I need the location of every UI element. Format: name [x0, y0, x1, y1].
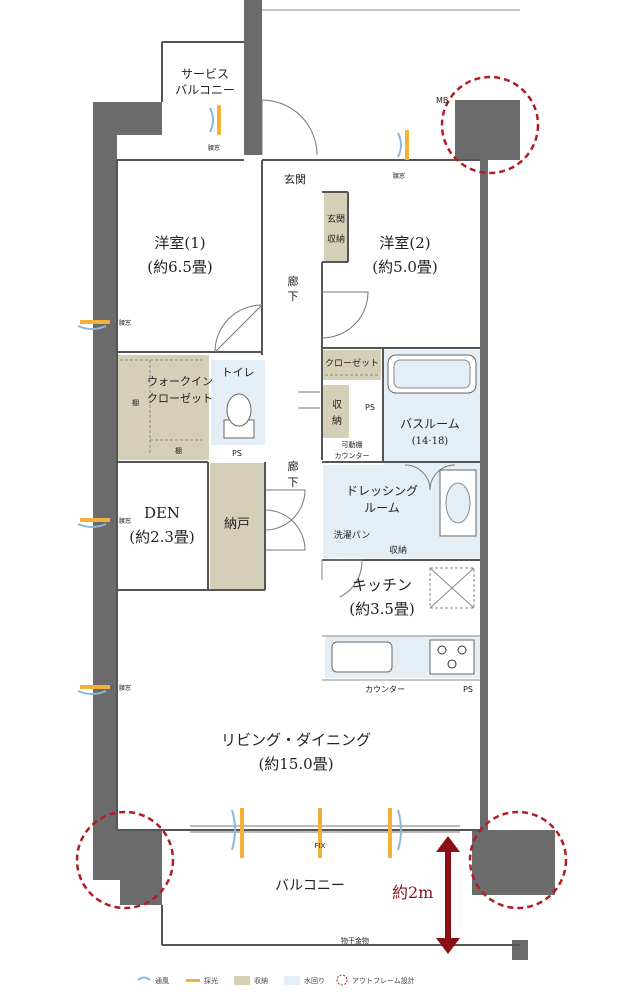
storage-label-2: 納: [332, 414, 342, 427]
koshimado-mark-1: 腰窓: [208, 144, 220, 152]
entrance-storage-label-2: 収納: [327, 233, 345, 245]
north-core-wall: [244, 0, 262, 155]
kitchen-size: (約3.5畳): [349, 600, 415, 618]
entrance-storage-fill: [324, 192, 348, 262]
living-dining-size: (約15.0畳): [258, 755, 333, 773]
legend-outframe-label: アウトフレーム設計: [352, 976, 415, 985]
western-room-2-size: (約5.0畳): [372, 258, 438, 276]
legend-circle-swatch: [336, 974, 348, 986]
legend-water-label: 水回り: [304, 976, 325, 985]
ventilation-icons: [77, 105, 409, 858]
den-name: DEN: [144, 504, 180, 522]
koshimado-mark-3: 腰窓: [119, 319, 131, 327]
fix-mark: FIX: [315, 842, 326, 850]
legend-wind-swatch: [137, 976, 151, 981]
western-room-2-name: 洋室(2): [379, 234, 430, 252]
entrance-label: 玄関: [284, 172, 306, 186]
balcony-depth-label: 約2m: [392, 883, 433, 902]
outframe-circle-se: [468, 810, 568, 910]
legend-storage-label: 収納: [254, 976, 268, 985]
thin-lines: [120, 9, 520, 950]
east-wall: [480, 160, 488, 830]
koshimado-mark-4: 腰窓: [119, 517, 131, 525]
ps-mark-storage: PS: [365, 403, 375, 412]
legend-light-swatch: [186, 979, 200, 982]
service-balcony-label-2: バルコニー: [175, 83, 235, 97]
southeast-pillar: [472, 830, 555, 895]
western-room-1-name: 洋室(1): [154, 234, 205, 252]
bathroom-label-2: (14·18): [412, 436, 449, 447]
doors: [214, 99, 456, 598]
hallway-label-4: 下: [288, 476, 299, 489]
western-room-1-size: (約6.5畳): [147, 258, 213, 276]
storage-fill: [323, 385, 349, 438]
storage-areas: [116, 192, 416, 589]
outframe-circle-sw: [75, 810, 175, 910]
den-size: (約2.3畳): [129, 528, 195, 546]
monohoshi-label: 物干金物: [341, 936, 369, 945]
bathroom-label-1: バスルーム: [400, 417, 460, 431]
legend-water-swatch: [284, 976, 300, 985]
living-dining-name: リビング・ダイニング: [221, 731, 371, 749]
counter-label: カウンター: [365, 685, 405, 694]
storage-label-1: 収: [332, 399, 342, 411]
nando-label: 納戸: [224, 517, 250, 532]
balcony-dimension-arrow: [436, 836, 460, 954]
walkin-closet-label-2: クローゼット: [147, 392, 213, 405]
mb-mark: MB: [436, 96, 448, 105]
wic-shelf-label-2: 棚: [175, 446, 182, 455]
ps-mark-toilet: PS: [232, 449, 242, 458]
outframe-circle-ne: [440, 75, 540, 175]
west-wall: [93, 102, 162, 830]
koshimado-mark-5: 腰窓: [119, 684, 131, 692]
dressing-room-label-1: ドレッシング: [346, 484, 418, 498]
hallway-label-3: 廊: [288, 459, 299, 473]
balcony-label: バルコニー: [275, 878, 345, 894]
counter-small-label: カウンター: [335, 451, 370, 460]
toilet-label: トイレ: [222, 366, 255, 379]
ps-mark-kitchen: PS: [463, 685, 473, 694]
walls: [93, 0, 555, 960]
southwest-pillar: [93, 830, 162, 905]
legend-light-label: 採光: [204, 976, 218, 985]
kitchen-name: キッチン: [352, 576, 412, 594]
walkin-closet-label-1: ウォークイン: [147, 375, 213, 388]
hallway-label-2: 下: [288, 290, 299, 303]
dressing-storage-label: 収納: [389, 544, 407, 556]
entrance-storage-label-1: 玄関: [327, 213, 345, 225]
kitchen-fixtures: [331, 639, 475, 675]
toilet-fixture: [223, 393, 255, 439]
dressing-room-label-2: ルーム: [364, 501, 400, 515]
closet-label: クローゼット: [325, 357, 379, 369]
outframe-circles: [75, 75, 568, 910]
nando-fill: [210, 463, 264, 589]
downpipe: [512, 940, 528, 960]
koshimado-mark-2: 腰窓: [393, 172, 405, 180]
service-balcony-label-1: サービス: [181, 67, 229, 81]
walkin-closet-fill: [116, 355, 209, 460]
interior-walls: [116, 41, 520, 946]
legend: 通風 採光 収納 水回り アウトフレーム設計: [137, 974, 415, 986]
northeast-pillar: [455, 100, 520, 160]
washbasin: [439, 469, 477, 537]
hallway-label-1: 廊: [288, 274, 299, 288]
legend-storage-swatch: [234, 976, 250, 985]
bathtub: [387, 354, 477, 394]
wic-shelf-label-1: 棚: [132, 398, 139, 407]
movable-shelf-label: 可動棚: [342, 440, 363, 449]
legend-wind-label: 通風: [155, 976, 169, 985]
washpan-label: 洗濯パン: [334, 529, 370, 541]
